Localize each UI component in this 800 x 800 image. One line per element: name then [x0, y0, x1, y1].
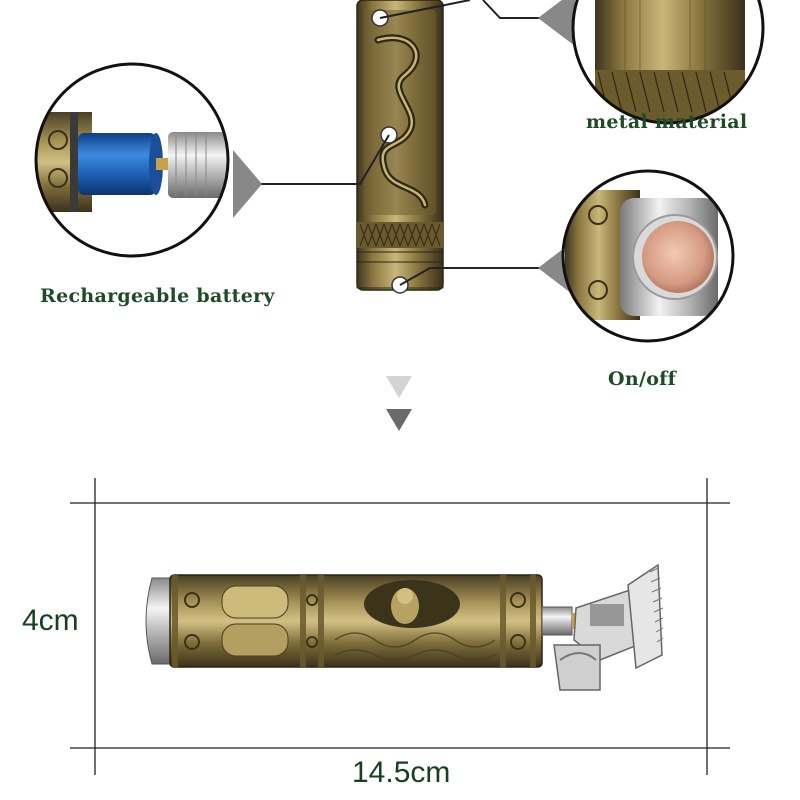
- blade-head: [553, 563, 664, 691]
- battery-callout: [34, 62, 230, 258]
- length-dimension-label: 14.5cm: [352, 756, 451, 789]
- on-off-label: On/off: [608, 368, 677, 390]
- switch-callout: [561, 169, 735, 343]
- metal-material-label: metal material: [586, 111, 748, 133]
- power-button: [642, 221, 714, 293]
- down-arrow-icon: [386, 376, 412, 431]
- battery-cell: [78, 133, 156, 195]
- height-dimension-label: 4cm: [22, 604, 79, 637]
- rechargeable-battery-label: Rechargeable battery: [40, 285, 275, 307]
